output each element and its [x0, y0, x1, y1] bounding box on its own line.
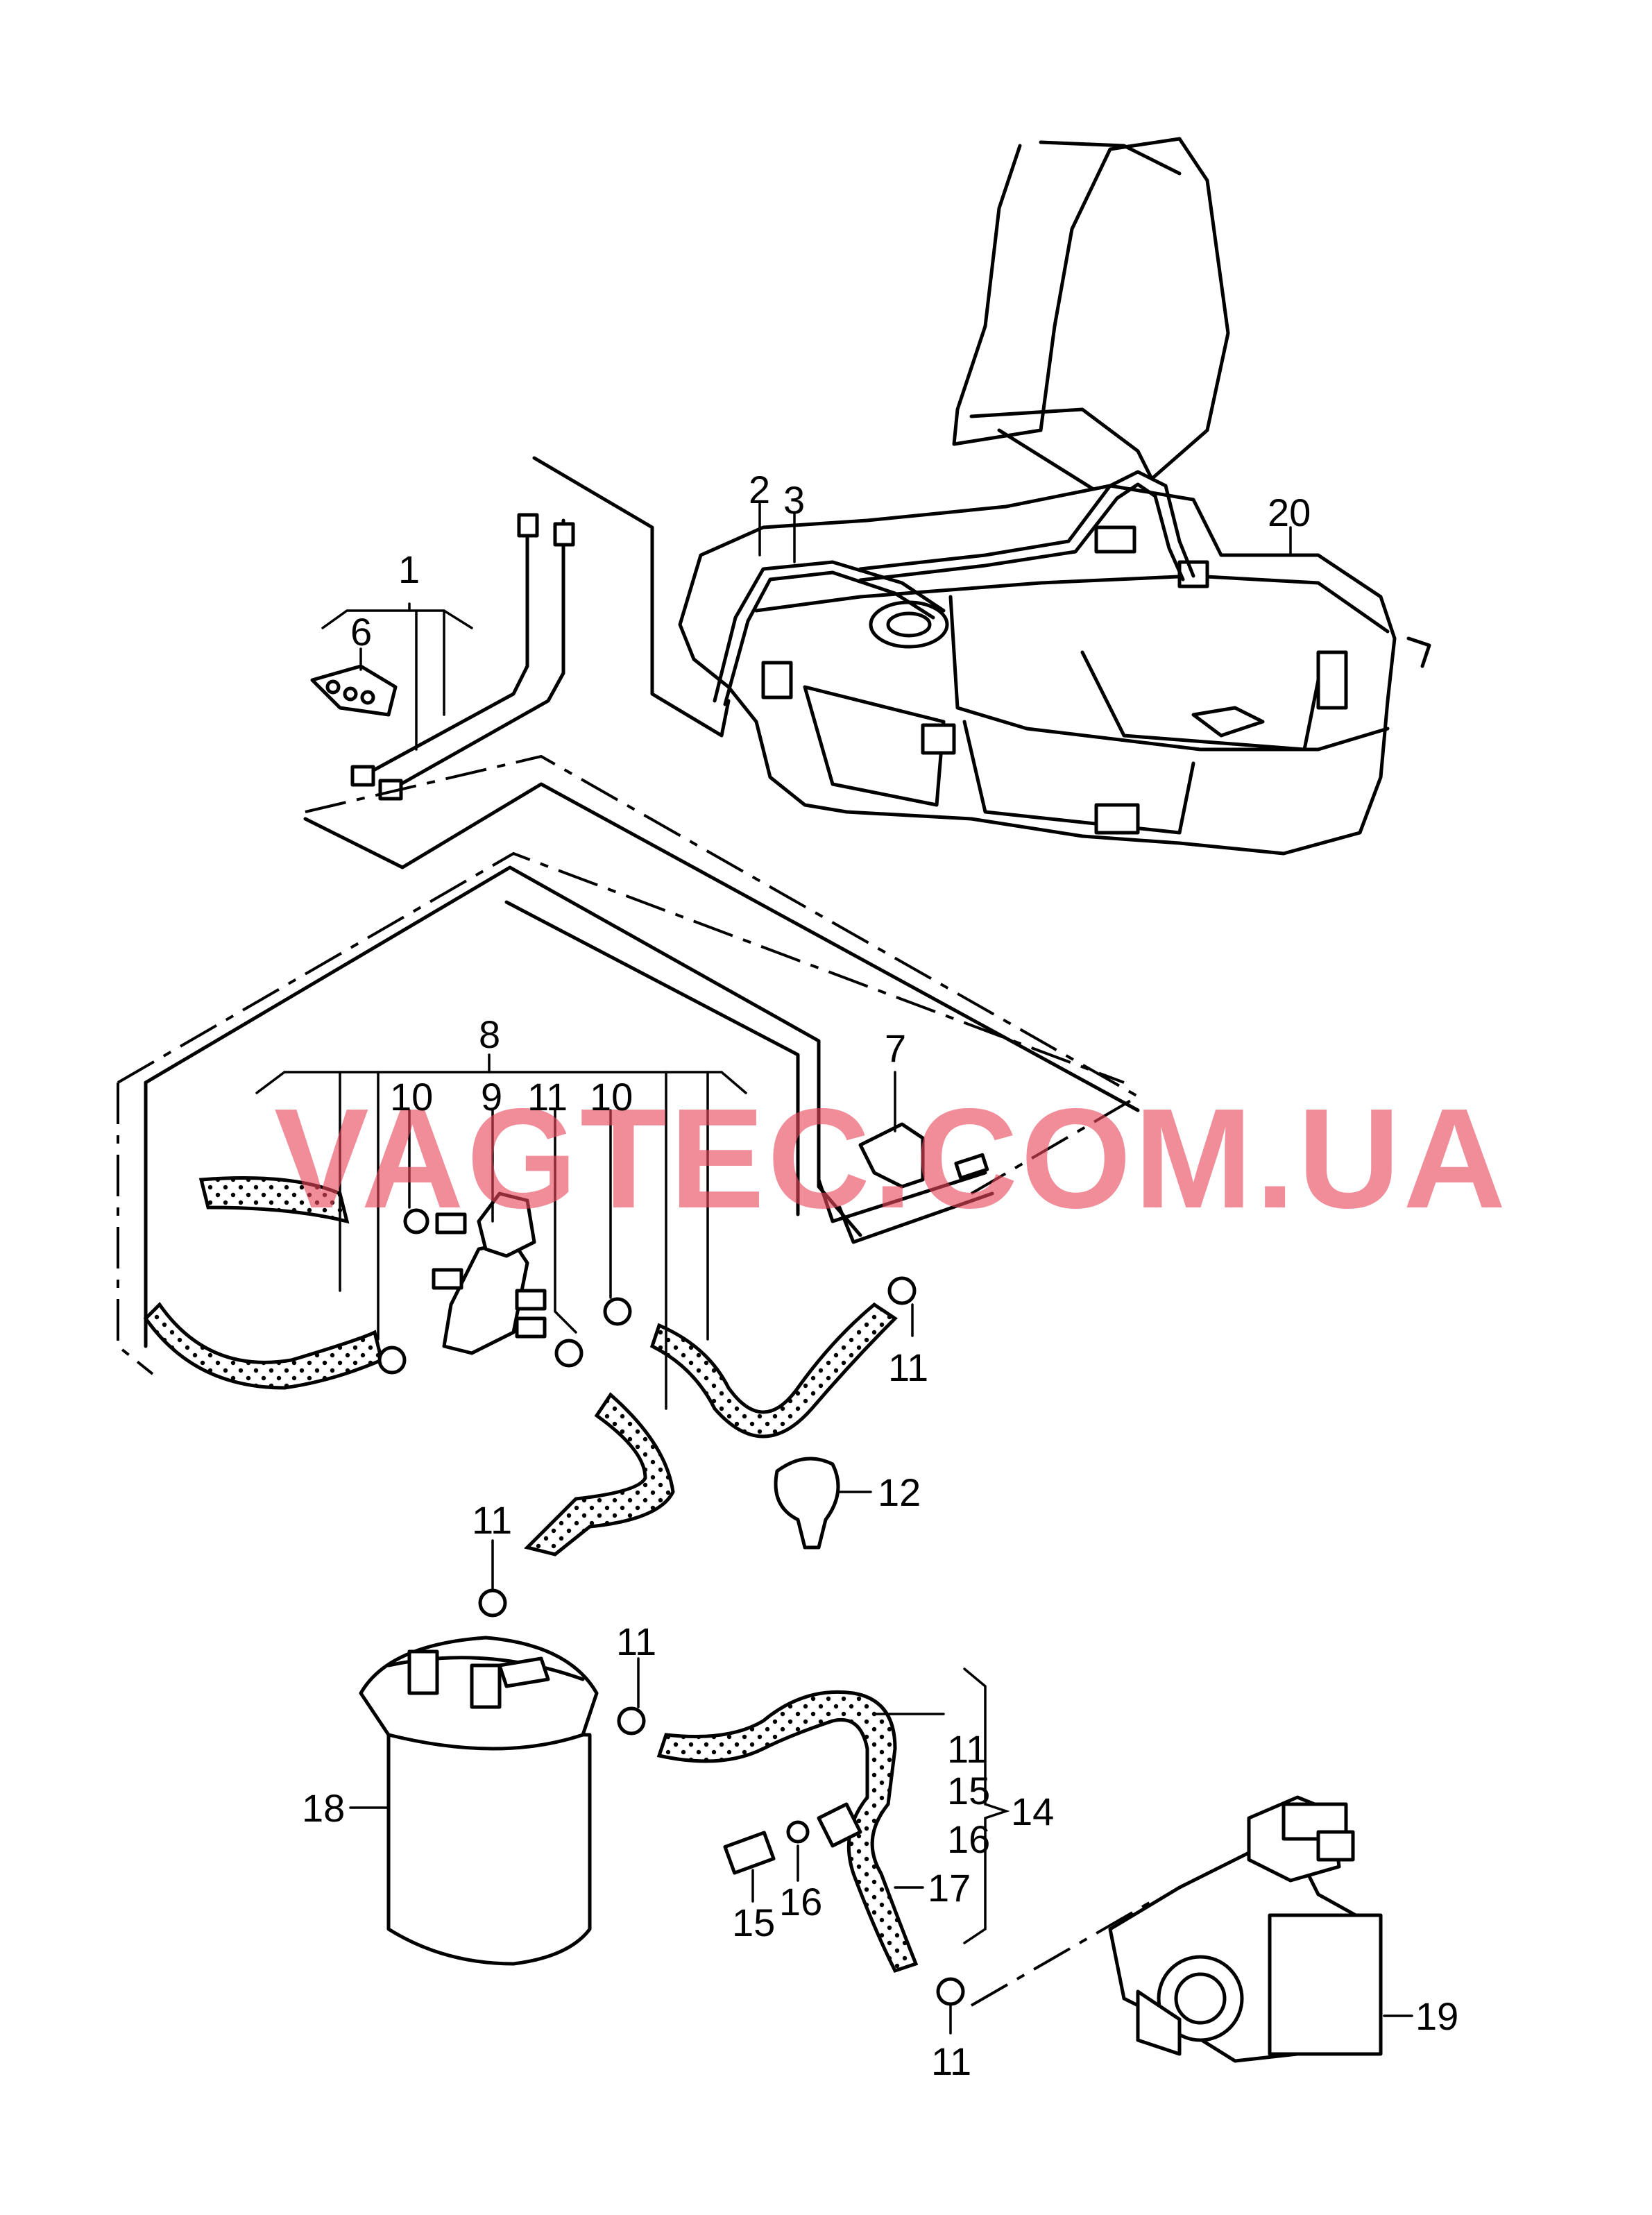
callout-19: 19 — [1415, 1994, 1458, 2038]
watermark-text: VAGTEC.COM.UA — [274, 1079, 1508, 1238]
callout-11-right: 11 — [888, 1346, 928, 1389]
callout-3: 3 — [783, 478, 805, 522]
group-outline-lines — [117, 456, 1152, 2007]
high-pressure-pump-part-19 — [1108, 1795, 1383, 2063]
fuel-tank — [678, 137, 1431, 856]
callout-11-bottom: 11 — [931, 2039, 971, 2083]
callout-17: 17 — [928, 1866, 971, 1910]
callout-14-15: 15 — [947, 1769, 990, 1813]
callout-11-top: 11 — [527, 1075, 568, 1119]
bracket-part-7 — [817, 1122, 994, 1244]
callout-16: 16 — [779, 1880, 822, 1924]
callout-14: 14 — [1011, 1790, 1054, 1833]
callout-10-right: 10 — [590, 1075, 633, 1119]
callout-7: 7 — [885, 1026, 906, 1070]
callout-2: 2 — [749, 468, 770, 511]
fitting-parts-15-16 — [723, 1802, 862, 1875]
callout-8: 8 — [479, 1012, 500, 1056]
callout-11-mid: 11 — [616, 1620, 656, 1663]
fuel-pipes-part-1 — [310, 513, 575, 801]
hose-clamps — [377, 1208, 965, 2006]
callout-10-left: 10 — [390, 1075, 433, 1119]
callout-11-filter: 11 — [472, 1498, 512, 1542]
callout-18: 18 — [302, 1786, 345, 1830]
callout-20: 20 — [1268, 491, 1311, 534]
callout-1: 1 — [398, 548, 420, 591]
fuel-hoses — [143, 1176, 919, 1974]
callout-6: 6 — [350, 610, 372, 654]
callout-9: 9 — [481, 1075, 502, 1119]
callout-12: 12 — [878, 1470, 921, 1514]
fuel-lines-on-tank — [713, 470, 1195, 706]
leader-lines — [255, 502, 1413, 2035]
fuel-filter-part-18 — [359, 1636, 599, 1966]
callout-15: 15 — [732, 1901, 775, 1944]
callout-labels: 1 2 3 6 20 7 8 9 10 11 10 11 12 11 11 18… — [302, 468, 1458, 2083]
callout-14-16: 16 — [947, 1817, 990, 1861]
callout-14-11: 11 — [947, 1727, 987, 1771]
